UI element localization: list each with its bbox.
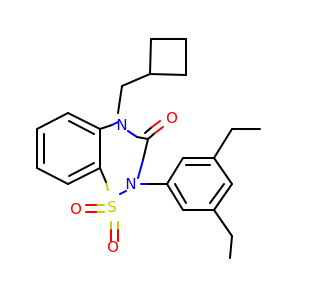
atom-label-sulfonyl-oxygen-bottom: O — [107, 238, 119, 256]
thiadiazine-ring — [99, 121, 149, 195]
atom-label-n2: N — [125, 175, 136, 193]
cyclobutyl-ring — [149, 38, 187, 76]
methyl-groups — [213, 128, 261, 259]
dimethylphenyl-ring — [166, 157, 233, 211]
methylene-linker — [117, 73, 151, 114]
atom-label-sulfonyl-oxygen-left: O — [70, 200, 82, 218]
atom-label-n4: N — [116, 116, 127, 134]
sulfonyl-group — [85, 204, 119, 242]
atom-label-carbonyl-oxygen: O — [166, 109, 178, 127]
carbonyl-group — [144, 120, 164, 140]
benzo-ring — [36, 112, 101, 185]
molecule-structure: N N O S O O — [36, 38, 261, 259]
atom-label-sulfur: S — [107, 198, 117, 216]
